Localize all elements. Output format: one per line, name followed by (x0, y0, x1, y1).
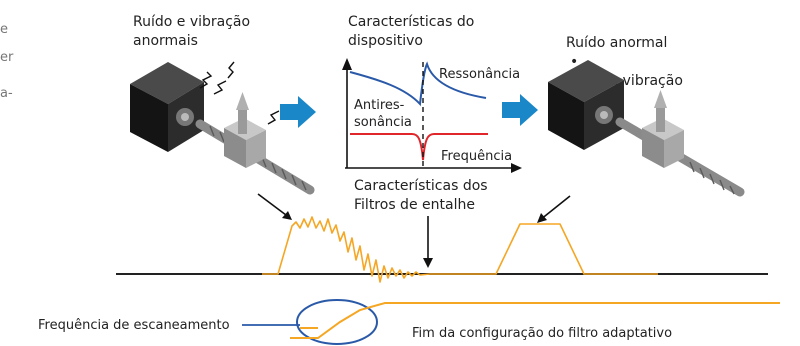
left-title: Ruído e vibração anormais (133, 14, 251, 49)
antiresonance-label: Antires- sonância (354, 98, 412, 130)
edge-fragment-1: e (0, 22, 8, 37)
right-arrow-blue-icon (280, 96, 316, 128)
servo-motor-noisy-icon (130, 62, 315, 195)
edge-fragment-3: a- (0, 86, 13, 101)
bullet: • (570, 54, 579, 70)
right-title-a: Ruído anormal (566, 35, 668, 51)
notch-filter-label: Características dos Filtros de entalhe (354, 178, 488, 213)
scan-frequency-label: Frequência de escaneamento (38, 318, 230, 333)
center-title: Características do dispositivo (348, 14, 475, 49)
filter-done-label: Fim da configuração do filtro adaptativo (412, 326, 673, 341)
noise-zigzag-icon (199, 61, 280, 125)
right-arrow-blue-icon-2 (502, 94, 538, 126)
pointer-arrow-center (423, 216, 433, 268)
edge-fragment-2: er (0, 50, 14, 65)
device-characteristic-chart (342, 58, 522, 173)
filter-step-line (290, 302, 780, 339)
scan-highlight-ellipse (296, 299, 378, 345)
servo-motor-quiet-icon (548, 60, 745, 197)
resonance-label: Ressonância (439, 67, 521, 82)
pointer-arrow-right (537, 195, 571, 223)
frequency-label: Frequência (441, 149, 513, 164)
vibration-waveform (262, 216, 658, 283)
pointer-arrow-left (257, 193, 292, 220)
